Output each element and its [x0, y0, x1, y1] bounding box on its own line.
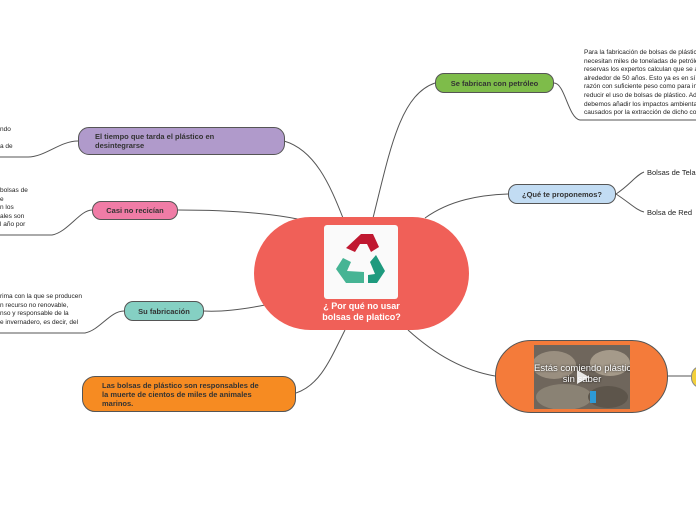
node-petroleo-label: Se fabrican con petróleo [450, 78, 539, 88]
node-fabricacion[interactable]: Su fabricación [124, 301, 204, 321]
recycle-icon [324, 225, 398, 299]
link-note-tiempo [0, 140, 79, 158]
node-proponemos-label: ¿Qué te proponemos? [521, 189, 602, 199]
central-topic[interactable]: ¿ Por qué no usar bolsas de platico? [254, 217, 469, 330]
node-fabricacion-label: Su fabricación [138, 306, 190, 316]
video-caption: Estás comiendo plástico sin saber [534, 363, 630, 385]
subnode-bolsa-red[interactable]: Bolsa de Red [647, 208, 693, 217]
node-tiempo-label: El tiempo que tarda el plástico en desin… [95, 132, 215, 150]
note-fabricacion: rima con la que se producen n recurso no… [0, 293, 83, 326]
node-animales-marinos[interactable]: Las bolsas de plástico son responsables … [82, 376, 296, 412]
note-casi: bolsas de e n los ales son l año por [0, 187, 28, 229]
link-fabricacion [202, 304, 266, 312]
node-tiempo-desintegrarse[interactable]: El tiempo que tarda el plástico en desin… [78, 127, 285, 155]
link-petroleo [372, 82, 436, 219]
link-note-petroleo [553, 82, 696, 121]
link-note-casi [0, 209, 93, 236]
link-marinos [295, 329, 346, 394]
thumbnail-image [534, 345, 630, 409]
central-title: ¿ Por qué no usar bolsas de platico? [322, 301, 401, 322]
link-tela [615, 171, 645, 195]
node-petroleo[interactable]: Se fabrican con petróleo [435, 73, 554, 93]
note-tiempo: ndo a de [0, 126, 13, 151]
video-node[interactable]: Estás comiendo plástico sin saber [495, 340, 668, 413]
link-red [615, 193, 645, 213]
node-casi-label: Casi no recicían [106, 206, 164, 215]
node-marinos-label: Las bolsas de plástico son responsables … [102, 380, 259, 408]
node-casi-no-reciclan[interactable]: Casi no recicían [92, 201, 178, 220]
subnode-bolsas-tela[interactable]: Bolsas de Tela [647, 168, 696, 177]
link-note-fabricacion [0, 310, 125, 334]
node-proponemos[interactable]: ¿Qué te proponemos? [508, 184, 616, 204]
play-icon[interactable] [572, 367, 592, 387]
video-thumbnail[interactable]: Estás comiendo plástico sin saber [534, 345, 630, 409]
link-video [407, 329, 496, 377]
link-tiempo [283, 140, 344, 219]
link-proponemos [424, 193, 509, 219]
note-petroleo: Para la fabricación de bolsas de plástic… [584, 49, 696, 117]
